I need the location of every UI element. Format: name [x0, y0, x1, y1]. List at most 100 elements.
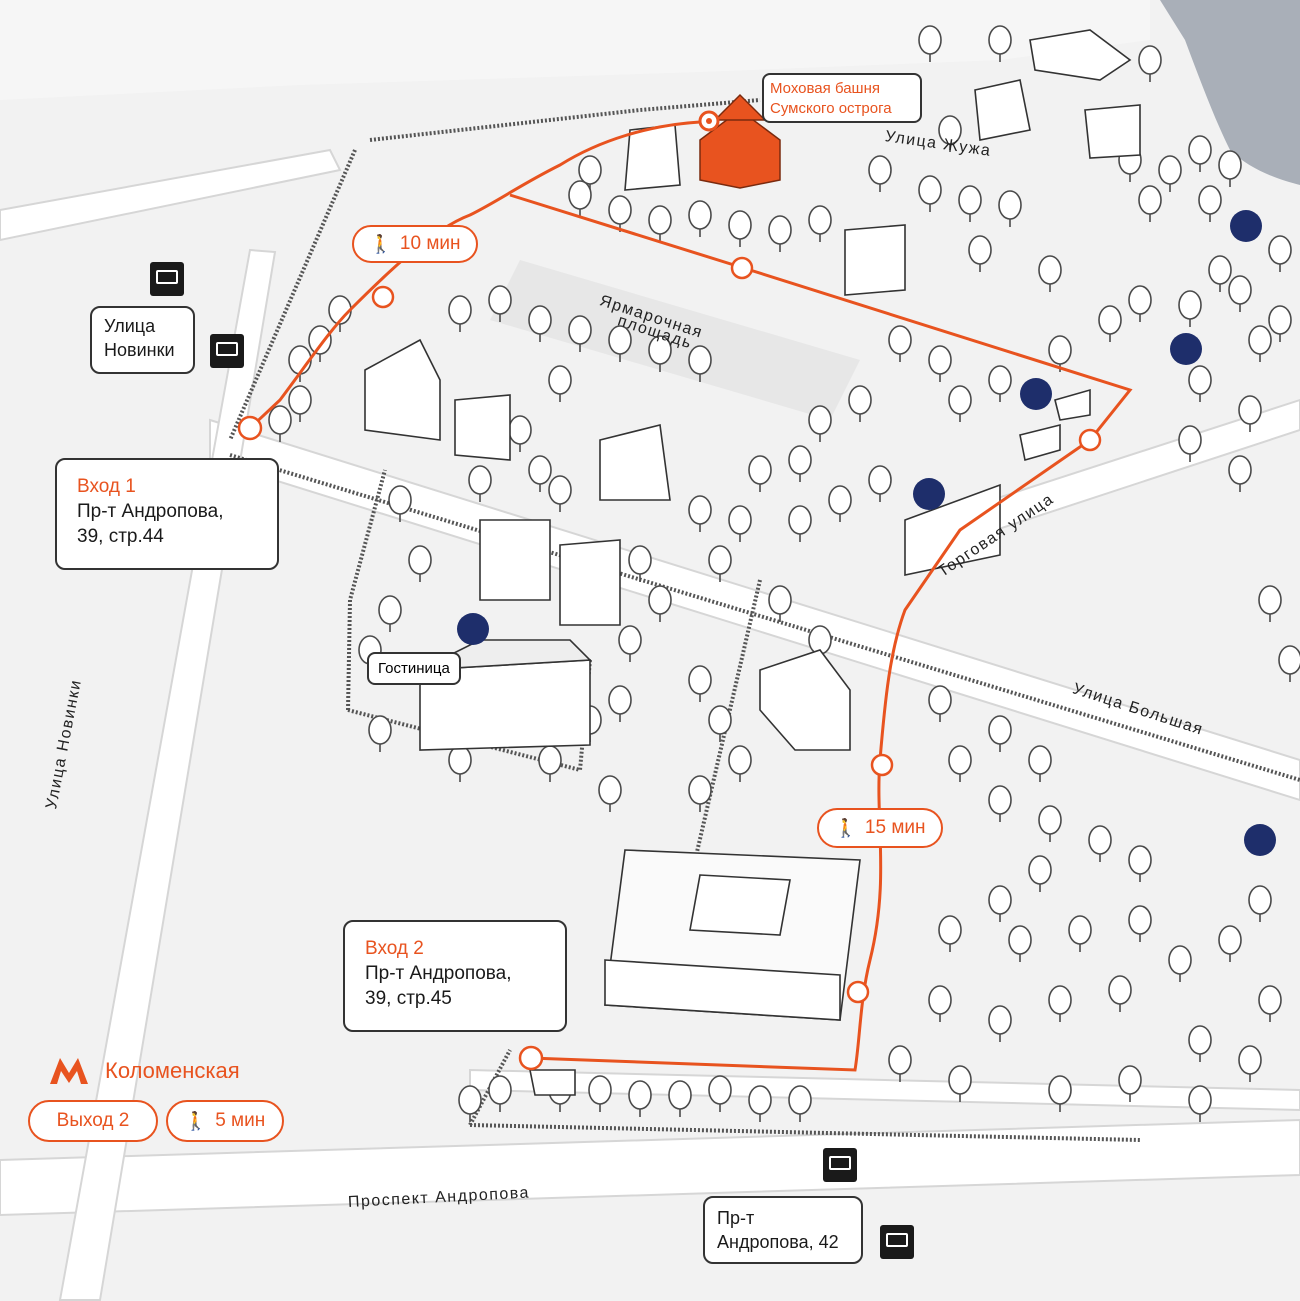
tree	[728, 505, 752, 535]
walk-time-route2[interactable]: 🚶 15 мин	[817, 808, 943, 848]
tree	[588, 1075, 612, 1105]
metro-walk-label: 5 мин	[215, 1110, 266, 1131]
bus-stop-novinki-line1: Улица	[104, 316, 156, 336]
tree	[688, 200, 712, 230]
tree	[918, 175, 942, 205]
bus-icon[interactable]	[150, 262, 184, 296]
landmark-tower[interactable]	[698, 93, 781, 189]
tree	[1228, 275, 1252, 305]
bus-stop-andropova[interactable]: Пр-т Андропова, 42	[703, 1196, 863, 1264]
tree	[578, 155, 602, 185]
entrance-2-callout[interactable]: Вход 2 Пр-т Андропова, 39, стр.45	[343, 920, 567, 1032]
tree	[1228, 455, 1252, 485]
entrance-1-callout[interactable]: Вход 1 Пр-т Андропова, 39, стр.44	[55, 458, 279, 570]
tree	[448, 295, 472, 325]
tree	[648, 205, 672, 235]
tree	[1198, 185, 1222, 215]
tree	[1008, 925, 1032, 955]
tree	[1268, 235, 1292, 265]
bus-stop-novinki[interactable]: Улица Новинки	[90, 306, 195, 374]
tree	[928, 685, 952, 715]
tree	[668, 1080, 692, 1110]
tree	[1068, 915, 1092, 945]
entrance-1-line2: 39, стр.44	[77, 526, 164, 547]
entrance-2-title: Вход 2	[365, 938, 424, 959]
tree	[1048, 335, 1072, 365]
metro-exit-button[interactable]: Выход 2	[28, 1100, 158, 1142]
tree	[868, 155, 892, 185]
tree	[1278, 645, 1300, 675]
river	[1160, 0, 1300, 185]
cafe-icon[interactable]	[1020, 378, 1052, 410]
tree	[618, 625, 642, 655]
tree	[688, 665, 712, 695]
tree	[368, 715, 392, 745]
tree	[928, 985, 952, 1015]
hotel-label[interactable]: Гостиница	[367, 652, 461, 685]
cafe-icon[interactable]	[1244, 824, 1276, 856]
tree	[808, 205, 832, 235]
landmark-title-line2: Сумского острога	[770, 100, 892, 117]
tree	[1088, 825, 1112, 855]
tree	[1178, 290, 1202, 320]
walk-time-route1[interactable]: 🚶 10 мин	[352, 225, 478, 263]
tree	[1188, 135, 1212, 165]
tree	[768, 215, 792, 245]
tree	[1138, 185, 1162, 215]
tree	[568, 180, 592, 210]
tree	[1238, 395, 1262, 425]
tree	[1188, 1085, 1212, 1115]
walk-time-route1-label: 10 мин	[399, 233, 461, 254]
tree	[628, 1080, 652, 1110]
bus-icon[interactable]	[823, 1148, 857, 1182]
entrance-2-line2: 39, стр.45	[365, 988, 452, 1009]
walk-icon: 🚶	[834, 817, 857, 838]
bus-icon[interactable]	[210, 334, 244, 368]
cafe-icon[interactable]	[913, 478, 945, 510]
tree	[448, 745, 472, 775]
landmark-callout[interactable]: Моховая башня Сумского острога	[762, 73, 922, 123]
tree	[708, 705, 732, 735]
tree	[548, 475, 572, 505]
tree	[528, 455, 552, 485]
route-entrance1	[246, 120, 701, 432]
cafe-icon[interactable]	[457, 613, 489, 645]
tree	[458, 1085, 482, 1115]
tree	[1128, 845, 1152, 875]
metro-exit-label: Выход 2	[56, 1110, 130, 1131]
cafe-icon[interactable]	[1170, 333, 1202, 365]
tree	[788, 505, 812, 535]
tree	[488, 285, 512, 315]
tree	[1248, 885, 1272, 915]
tree	[688, 495, 712, 525]
tree	[938, 915, 962, 945]
tree	[1118, 1065, 1142, 1095]
bus-icon[interactable]	[880, 1225, 914, 1259]
entrance-1-title: Вход 1	[77, 476, 136, 497]
tree	[988, 25, 1012, 55]
tree	[1188, 1025, 1212, 1055]
buildings	[364, 29, 1141, 1096]
tree	[1238, 1045, 1262, 1075]
tree	[948, 745, 972, 775]
tree	[1268, 305, 1292, 335]
tree	[388, 485, 412, 515]
entrance-1-line1: Пр-т Андропова,	[77, 501, 224, 522]
tree	[528, 305, 552, 335]
tree	[308, 325, 332, 355]
tree	[628, 545, 652, 575]
cafe-icon[interactable]	[1230, 210, 1262, 242]
tree	[288, 385, 312, 415]
tree	[988, 715, 1012, 745]
entrance-2-line1: Пр-т Андропова,	[365, 963, 512, 984]
tree	[708, 1075, 732, 1105]
metro-walk-time[interactable]: 🚶 5 мин	[166, 1100, 284, 1142]
bus-stop-novinki-line2: Новинки	[104, 340, 175, 360]
landmark-title-line1: Моховая башня	[770, 80, 880, 97]
tree	[688, 345, 712, 375]
tree	[968, 235, 992, 265]
tree	[728, 745, 752, 775]
tree	[598, 775, 622, 805]
tree	[1218, 925, 1242, 955]
